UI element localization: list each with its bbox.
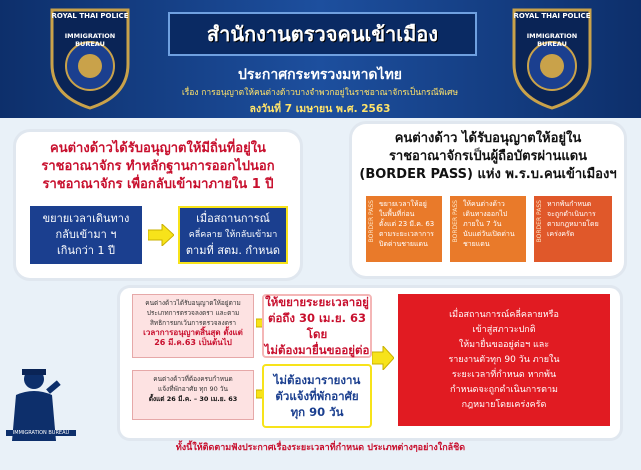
border-pass-box-1: BORDER PASS ขยายเวลาให้อยู่ ในพื้นที่ก่อ…: [366, 196, 442, 262]
footer-note: ทั้งนี้ให้ติดตามฟังประกาศเรื่องระยะเวลาท…: [175, 443, 466, 453]
box-line: ขยายเวลาให้อยู่: [379, 200, 427, 208]
right-title-line: คนต่างด้าว ได้รับอนุญาตให้อยู่ใน: [394, 131, 582, 146]
box-line: เมื่อสถานการณ์คลี่คลายหรือ: [449, 309, 559, 320]
badge-top-text: ROYAL THAI POLICE: [513, 12, 591, 20]
left-card-title: คนต่างด้าวได้รับอนุญาตให้มีถิ่นที่อยู่ใน…: [16, 140, 300, 194]
officer-icon: [12, 369, 61, 441]
extend-return-box: ขยายเวลาเดินทาง กลับเข้ามา ฯ เกินกว่า 1 …: [30, 206, 142, 264]
right-card-title: คนต่างด้าว ได้รับอนุญาตให้อยู่ใน ราชอาณา…: [352, 130, 624, 184]
box-line: ตามที่ สตม. กำหนด: [185, 244, 281, 257]
box-line: ให้ขยายระยะเวลาอยู่: [265, 295, 369, 309]
immigration-bureau-label: IMMIGRATION BUREAU: [6, 430, 76, 436]
title-banner: สำนักงานตรวจคนเข้าเมือง: [168, 12, 477, 56]
box-line: เข้าสู่สภาวะปกติ: [472, 324, 536, 335]
date-line: ลงวันที่ 7 เมษายน พ.ศ. 2563: [249, 103, 391, 115]
box-line: กำหนดจะถูกดำเนินการตาม: [450, 384, 558, 395]
box-line: กฎหมายโดยเคร่งครัด: [461, 399, 547, 410]
box-line: ตั้งแต่ 23 มี.ค. 63: [379, 220, 435, 228]
box-line: นับแต่วันเปิดด่าน: [463, 230, 515, 238]
box-line: ประเภทการตรวจลงตรา และตาม: [146, 309, 240, 317]
box-line: คนต่างด้าวได้รับอนุญาตให้อยู่ตาม: [145, 299, 241, 307]
page-title: สำนักงานตรวจคนเข้าเมือง: [206, 22, 439, 46]
border-pass-box-2: BORDER PASS ให้คนต่างด้าว เดินทางออกไป ภ…: [450, 196, 526, 262]
when-resolved-box: เมื่อสถานการณ์ คลี่คลาย ให้กลับเข้ามา ตา…: [178, 206, 288, 264]
box-line: ต่อถึง 30 เม.ย. 63 โดย: [268, 311, 366, 341]
vertical-label: BORDER PASS: [536, 200, 543, 243]
box-line: ทุก 90 วัน: [290, 405, 344, 419]
box-line: ตัวแจ้งที่พักอาศัย: [275, 389, 359, 403]
box-line: หากพ้นกำหนด: [547, 200, 592, 208]
box-line: ชายแดน: [463, 240, 490, 248]
box-line: ในพื้นที่ก่อน: [379, 210, 415, 218]
box-line: ตั้งแต่ 26 มี.ค. – 30 เม.ย. 63: [148, 395, 238, 403]
box-line: เกินกว่า 1 ปี: [57, 244, 115, 257]
box-line: เวลาการอนุญาตสิ้นสุด ตั้งแต่: [143, 328, 243, 337]
box-line: คนต่างด้าวที่ต้องครบกำหนด: [153, 375, 233, 383]
left-title-line: ราชอาณาจักร ทำหลักฐานการออกไปนอก: [41, 159, 275, 174]
left-title-line: ราชอาณาจักร เพื่อกลับเข้ามาภายใน 1 ปี: [42, 177, 274, 192]
no-report-box: ไม่ต้องมารายงาน ตัวแจ้งที่พักอาศัย ทุก 9…: [262, 364, 372, 428]
left-card: คนต่างด้าวได้รับอนุญาตให้มีถิ่นที่อยู่ใน…: [16, 132, 300, 278]
box-line: ไม่ต้องมายื่นขออยู่ต่อ: [264, 343, 370, 357]
arrow-right-icon: [148, 224, 174, 246]
box-line: แจ้งที่พักอาศัย ทุก 90 วัน: [158, 385, 228, 393]
box-line: ระยะเวลาที่กำหนด หากพ้น: [451, 369, 557, 380]
box-line: ตามระยะเวลาการ: [379, 230, 434, 238]
border-pass-box-3: BORDER PASS หากพ้นกำหนด จะถูกดำเนินการ ต…: [534, 196, 612, 262]
box-line: สิทธิการยกเว้นการตรวจลงตรา: [149, 319, 237, 327]
badge-top-text: ROYAL THAI POLICE: [51, 12, 129, 20]
box-line: จะถูกดำเนินการ: [547, 210, 596, 218]
box-line: ตามกฎหมายโดย: [547, 220, 599, 228]
ninety-day-box: คนต่างด้าวที่ต้องครบกำหนด แจ้งที่พักอาศั…: [132, 370, 254, 420]
visa-extension-box: คนต่างด้าวได้รับอนุญาตให้อยู่ตาม ประเภทก…: [132, 294, 254, 358]
vertical-label: BORDER PASS: [368, 200, 375, 243]
box-line: ปิดด่านชายแดน: [379, 240, 428, 248]
box-line: กลับเข้ามา ฯ: [55, 228, 117, 241]
left-title-line: คนต่างด้าวได้รับอนุญาตให้มีถิ่นที่อยู่ใน: [50, 141, 266, 156]
badge-mid-text: IMMIGRATION BUREAU: [526, 32, 578, 48]
police-badge-left-icon: ROYAL THAI POLICE IMMIGRATION BUREAU: [44, 4, 136, 110]
box-line: ภายใน 7 วัน: [463, 220, 502, 228]
vertical-label: BORDER PASS: [452, 200, 459, 243]
right-title-line: ราชอาณาจักรเป็นผู้ถือบัตรผ่านแดน: [388, 149, 588, 164]
box-line: ไม่ต้องมารายงาน: [273, 373, 361, 387]
box-line: ขยายเวลาเดินทาง: [42, 212, 130, 225]
arrow-right-icon: [372, 346, 394, 370]
box-line: ให้คนต่างด้าว: [463, 200, 505, 208]
box-line: รายงานตัวทุก 90 วัน ภายใน: [448, 354, 560, 365]
box-line: คลี่คลาย ให้กลับเข้ามา: [188, 230, 278, 240]
box-line: ให้มายื่นขออยู่ต่อฯ และ: [458, 339, 550, 350]
extend-stay-box: ให้ขยายระยะเวลาอยู่ ต่อถึง 30 เม.ย. 63 โ…: [262, 294, 372, 358]
page-subtitle: ประกาศกระทรวงมหาดไทย: [238, 67, 402, 83]
badge-mid-text: IMMIGRATION BUREAU: [64, 32, 116, 48]
box-line: 26 มี.ค.63 เป็นต้นไป: [154, 338, 232, 347]
box-line: เดินทางออกไป: [463, 210, 508, 218]
subject-line: เรื่อง การอนุญาตให้คนต่างด้าวบางจำพวกอยู…: [181, 88, 459, 98]
when-normal-box: เมื่อสถานการณ์คลี่คลายหรือ เข้าสู่สภาวะป…: [398, 294, 610, 426]
police-badge-right-icon: ROYAL THAI POLICE IMMIGRATION BUREAU: [506, 4, 598, 110]
right-title-line: (BORDER PASS) แห่ง พ.ร.บ.คนเข้าเมืองฯ: [359, 167, 617, 182]
box-line: เคร่งครัด: [547, 230, 575, 238]
box-line: เมื่อสถานการณ์: [196, 212, 270, 225]
right-card: คนต่างด้าว ได้รับอนุญาตให้อยู่ใน ราชอาณา…: [352, 124, 624, 276]
